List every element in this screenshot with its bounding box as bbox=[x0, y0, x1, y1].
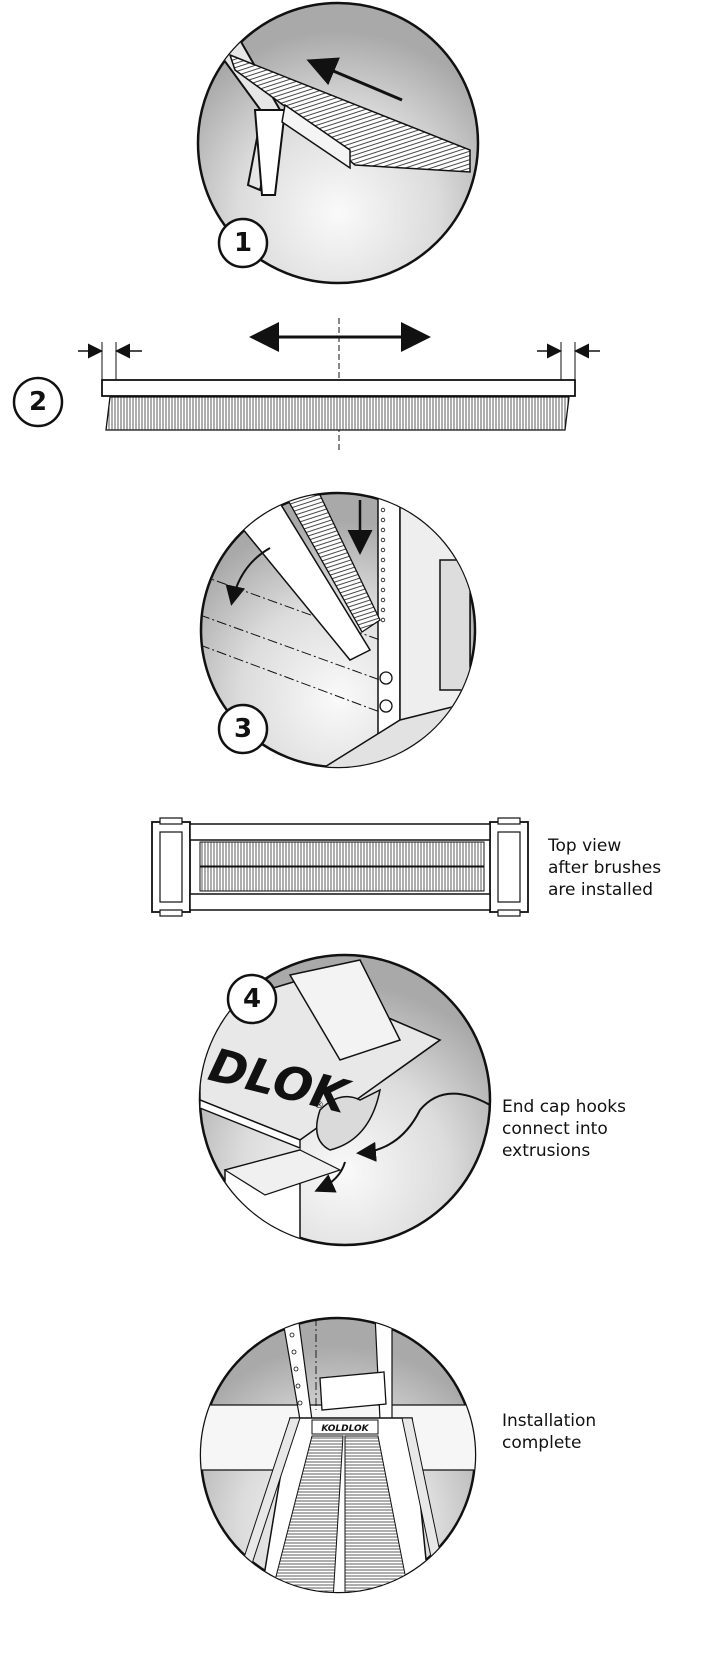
installation-complete-caption: Installation complete bbox=[502, 1411, 597, 1453]
step-1-number: 1 bbox=[233, 228, 253, 258]
end-cap-caption: End cap hooks connect into extrusions bbox=[502, 1097, 626, 1161]
step-2-number: 2 bbox=[28, 387, 48, 417]
brand-logo-small: KOLDLOK bbox=[321, 1424, 369, 1434]
step-4-number: 4 bbox=[242, 984, 262, 1014]
step-3-number: 3 bbox=[233, 714, 253, 744]
step-1-illustration bbox=[196, 1, 480, 285]
step-2-illustration bbox=[12, 318, 600, 452]
top-view-caption: Top view after brushes are installed bbox=[548, 836, 662, 900]
step-4-illustration: DLOK ® bbox=[198, 953, 492, 1247]
registered-mark: ® bbox=[314, 1100, 324, 1111]
installation-complete-illustration: KOLDLOK bbox=[199, 1316, 477, 1594]
top-view-illustration bbox=[151, 817, 529, 917]
